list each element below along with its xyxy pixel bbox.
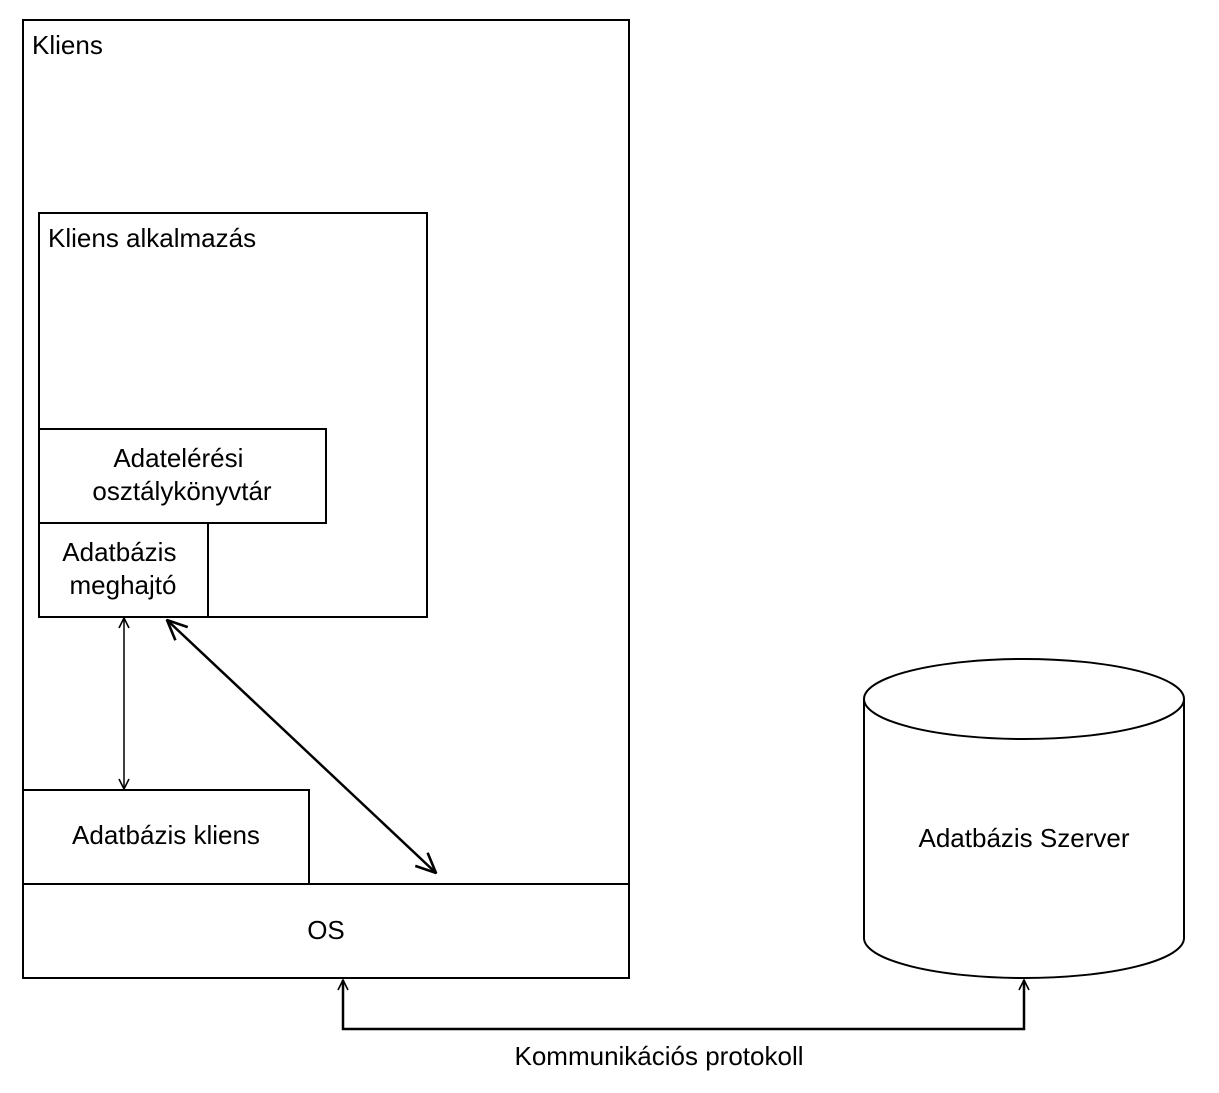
db-driver-line-2: meghajtó bbox=[70, 570, 177, 600]
db-driver-line-1: Adatbázis bbox=[62, 537, 176, 567]
db-client-label: Adatbázis kliens bbox=[72, 820, 260, 850]
os-label: OS bbox=[307, 915, 345, 945]
data-access-library-line-2: osztálykönyvtár bbox=[92, 476, 272, 506]
driver-os-arrow bbox=[167, 620, 436, 873]
cylinder-top bbox=[863, 658, 1185, 740]
data-access-library-line-1: Adatelérési bbox=[113, 443, 243, 473]
protocol-connector bbox=[343, 980, 1024, 1031]
cylinder-body bbox=[863, 699, 1185, 979]
protocol-label: Kommunikációs protokoll bbox=[514, 1041, 803, 1071]
client-title: Kliens bbox=[32, 30, 103, 60]
database-server-cylinder bbox=[863, 658, 1185, 979]
client-application-title: Kliens alkalmazás bbox=[48, 223, 256, 253]
data-access-library-box bbox=[38, 428, 327, 524]
database-server-label: Adatbázis Szerver bbox=[919, 823, 1130, 853]
os-box bbox=[22, 883, 630, 979]
db-driver-label: Adatbázis meghajtó bbox=[62, 537, 183, 600]
db-driver-box bbox=[38, 522, 209, 618]
data-access-library-label: Adatelérési osztálykönyvtár bbox=[92, 443, 272, 506]
